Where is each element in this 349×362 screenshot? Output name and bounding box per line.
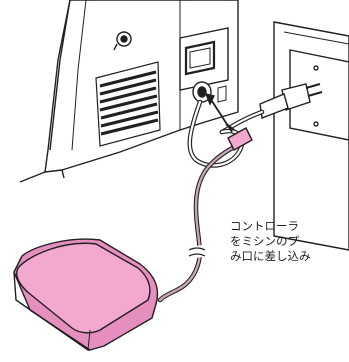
instruction-line-1: コントローラ: [230, 219, 349, 234]
wall-outlet-icon: [274, 22, 349, 250]
instruction-line-2: をミシンのプ: [230, 234, 349, 249]
instruction-caption: コントローラ をミシンのプ み口に差し込み: [230, 219, 349, 264]
cord-break-mark: [188, 244, 206, 260]
instruction-line-3: み口に差し込み: [230, 249, 349, 264]
power-switch-icon: [180, 28, 228, 90]
foot-controller-pedal-icon: [14, 239, 157, 350]
